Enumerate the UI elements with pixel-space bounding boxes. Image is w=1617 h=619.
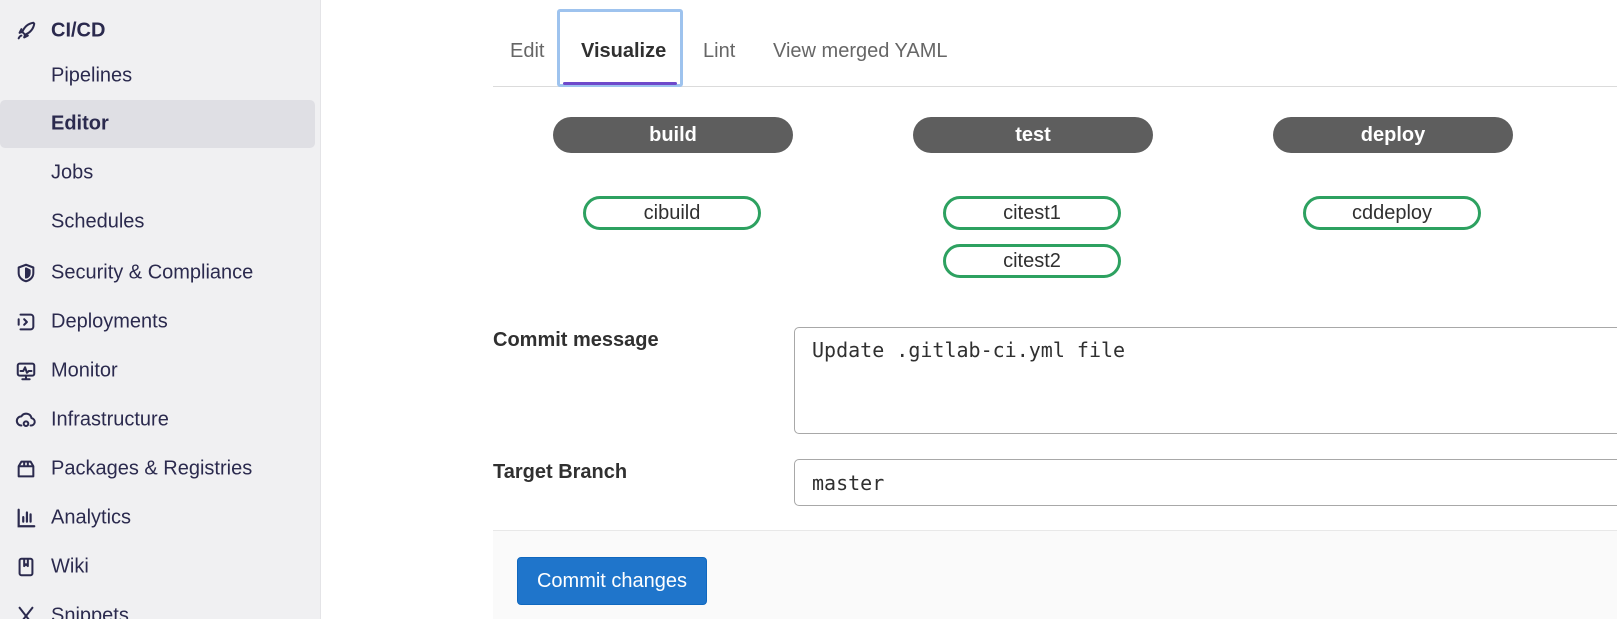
- sidebar-item-jobs[interactable]: Jobs: [0, 149, 315, 197]
- sidebar-section-deployments[interactable]: Deployments: [0, 300, 320, 344]
- sidebar-section-security[interactable]: Security & Compliance: [0, 251, 320, 295]
- job-citest1[interactable]: citest1: [943, 196, 1121, 230]
- sidebar-section-label: Analytics: [51, 506, 132, 529]
- editor-tabs: [493, 0, 1617, 87]
- tab-label: View merged YAML: [773, 40, 948, 62]
- stage-build: build: [553, 117, 793, 153]
- sidebar-item-schedules[interactable]: Schedules: [0, 198, 315, 246]
- sidebar-section-label: Monitor: [51, 359, 118, 382]
- cloud-gear-icon: [14, 408, 38, 432]
- sidebar-section-wiki[interactable]: Wiki: [0, 545, 320, 589]
- sidebar-section-label: Security & Compliance: [51, 261, 254, 284]
- sidebar-section-monitor[interactable]: Monitor: [0, 349, 320, 393]
- tab-label: Lint: [703, 40, 736, 62]
- monitor-icon: [14, 359, 38, 383]
- commit-message-field[interactable]: Update .gitlab-ci.yml file: [794, 327, 1617, 434]
- sidebar-item-pipelines[interactable]: Pipelines: [0, 52, 315, 100]
- tab-focus-ring: [557, 9, 683, 87]
- commit-message-label: Commit message: [493, 329, 659, 351]
- deployments-icon: [14, 310, 38, 334]
- sidebar-section-label: Snippets: [51, 604, 129, 619]
- sidebar-item-editor[interactable]: Editor: [0, 100, 315, 148]
- stage-deploy: deploy: [1273, 117, 1513, 153]
- job-citest2[interactable]: citest2: [943, 244, 1121, 278]
- sidebar-item-label: Jobs: [51, 161, 94, 184]
- sidebar-section-label: Deployments: [51, 310, 168, 333]
- sidebar-section-analytics[interactable]: Analytics: [0, 496, 320, 540]
- sidebar-item-label: Schedules: [51, 210, 145, 233]
- sidebar-section-infrastructure[interactable]: Infrastructure: [0, 398, 320, 442]
- chart-icon: [14, 506, 38, 530]
- sidebar-section-label: Packages & Registries: [51, 457, 253, 480]
- sidebar-item-label: Editor: [51, 112, 109, 135]
- target-branch-field[interactable]: [794, 459, 1617, 506]
- sidebar-section-label: Infrastructure: [51, 408, 169, 431]
- sidebar-section-label: Wiki: [51, 555, 89, 578]
- job-cibuild[interactable]: cibuild: [583, 196, 761, 230]
- sidebar-section-cicd[interactable]: CI/CD: [0, 9, 320, 53]
- sidebar: CI/CD Pipelines Editor Jobs Schedules Se…: [0, 0, 321, 619]
- commit-changes-button[interactable]: Commit changes: [517, 557, 707, 605]
- package-icon: [14, 457, 38, 481]
- tab-label: Visualize: [581, 40, 667, 62]
- scissors-icon: [14, 604, 38, 619]
- sidebar-item-label: Pipelines: [51, 64, 133, 87]
- shield-icon: [14, 261, 38, 285]
- sidebar-section-packages[interactable]: Packages & Registries: [0, 447, 320, 491]
- stage-test: test: [913, 117, 1153, 153]
- target-branch-label: Target Branch: [493, 461, 628, 483]
- active-tab-indicator: [563, 82, 677, 85]
- book-icon: [14, 555, 38, 579]
- tab-label: Edit: [510, 40, 545, 62]
- sidebar-section-label: CI/CD: [51, 19, 106, 42]
- sidebar-section-snippets[interactable]: Snippets: [0, 594, 320, 619]
- rocket-icon: [14, 19, 38, 43]
- job-cddeploy[interactable]: cddeploy: [1303, 196, 1481, 230]
